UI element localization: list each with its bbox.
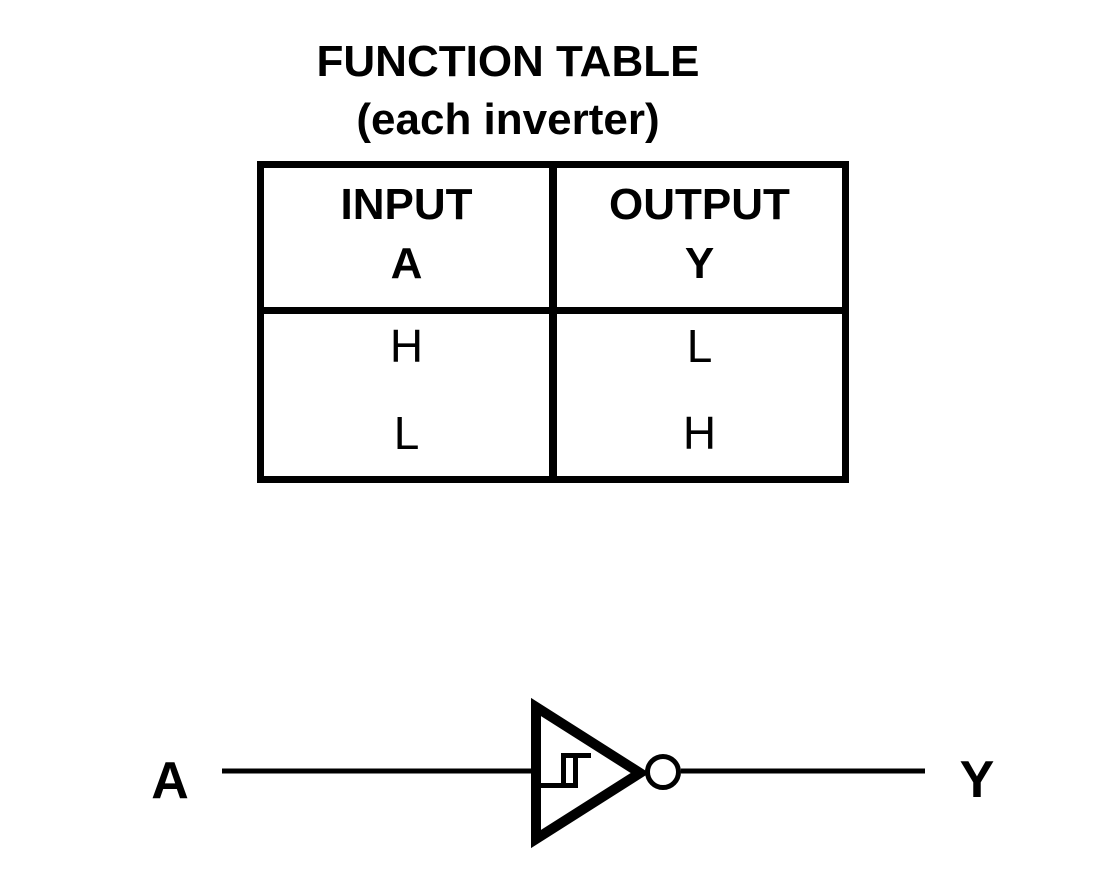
hysteresis-icon (541, 753, 578, 788)
input-group-label: INPUT (340, 179, 473, 229)
truth-value-output-row1: L (686, 319, 713, 372)
output-group-label: OUTPUT (609, 179, 790, 229)
figure-title-line2: (each inverter) (356, 95, 660, 144)
figure-title: FUNCTION TABLE (each inverter) (188, 33, 828, 149)
truth-value-input-row1: H (389, 319, 424, 372)
input-column-values: H L (264, 314, 549, 476)
output-pin-label: Y (959, 751, 995, 809)
hysteresis-icon (561, 753, 591, 788)
column-divider (549, 168, 557, 476)
figure-title-line1: FUNCTION TABLE (316, 37, 700, 86)
inversion-bubble-icon (645, 754, 681, 790)
header-cell-input: INPUT A (264, 168, 549, 307)
header-divider (264, 307, 842, 314)
function-table: INPUT A OUTPUT Y H L L H (257, 161, 849, 483)
input-pin-label: A (151, 752, 189, 810)
inverter-triangle-icon (531, 697, 650, 849)
header-cell-output: OUTPUT Y (557, 168, 842, 307)
truth-value-output-row2: H (682, 406, 717, 459)
output-column-values: L H (557, 314, 842, 476)
truth-value-input-row2: L (393, 406, 420, 459)
input-signal-label: A (390, 238, 423, 288)
output-signal-label: Y (684, 238, 715, 288)
